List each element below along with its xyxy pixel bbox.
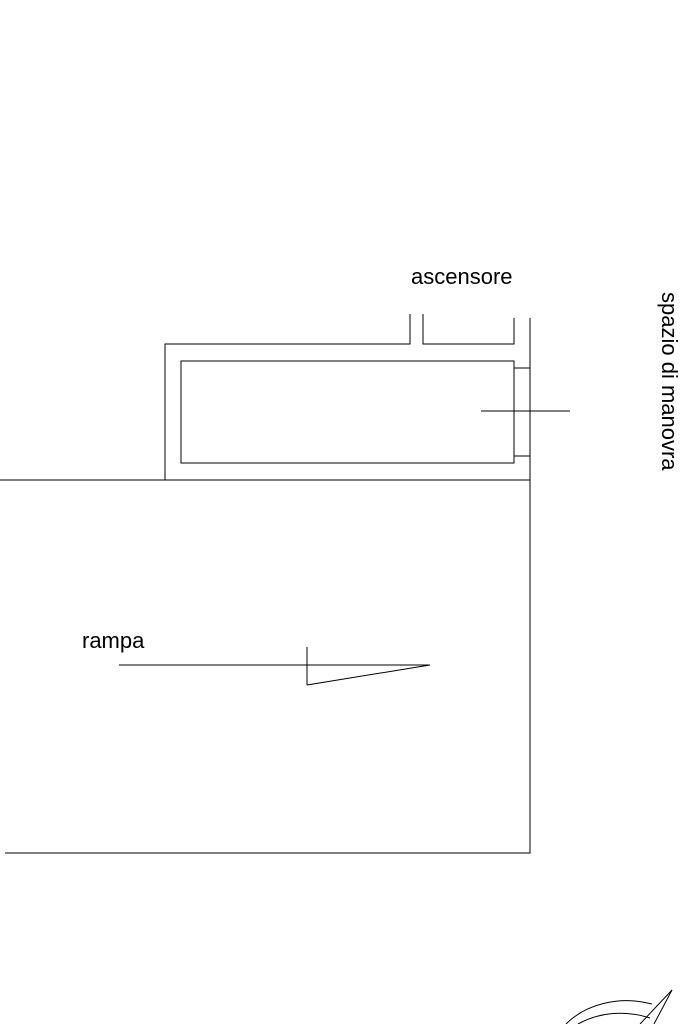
ramp-area-outline bbox=[0, 479, 531, 854]
north-arrow-icon bbox=[565, 989, 673, 1024]
arrow-right-icon bbox=[119, 647, 431, 686]
elevator-outer-wall bbox=[164, 314, 411, 480]
elevator-door-panel bbox=[513, 367, 531, 457]
elevator-cabin bbox=[180, 360, 515, 464]
spazio-di-manovra-label: spazio di manovra bbox=[657, 292, 682, 471]
rampa-label: rampa bbox=[82, 628, 145, 653]
elevator-door-jamb bbox=[422, 314, 515, 345]
ascensore-label: ascensore bbox=[411, 264, 513, 289]
